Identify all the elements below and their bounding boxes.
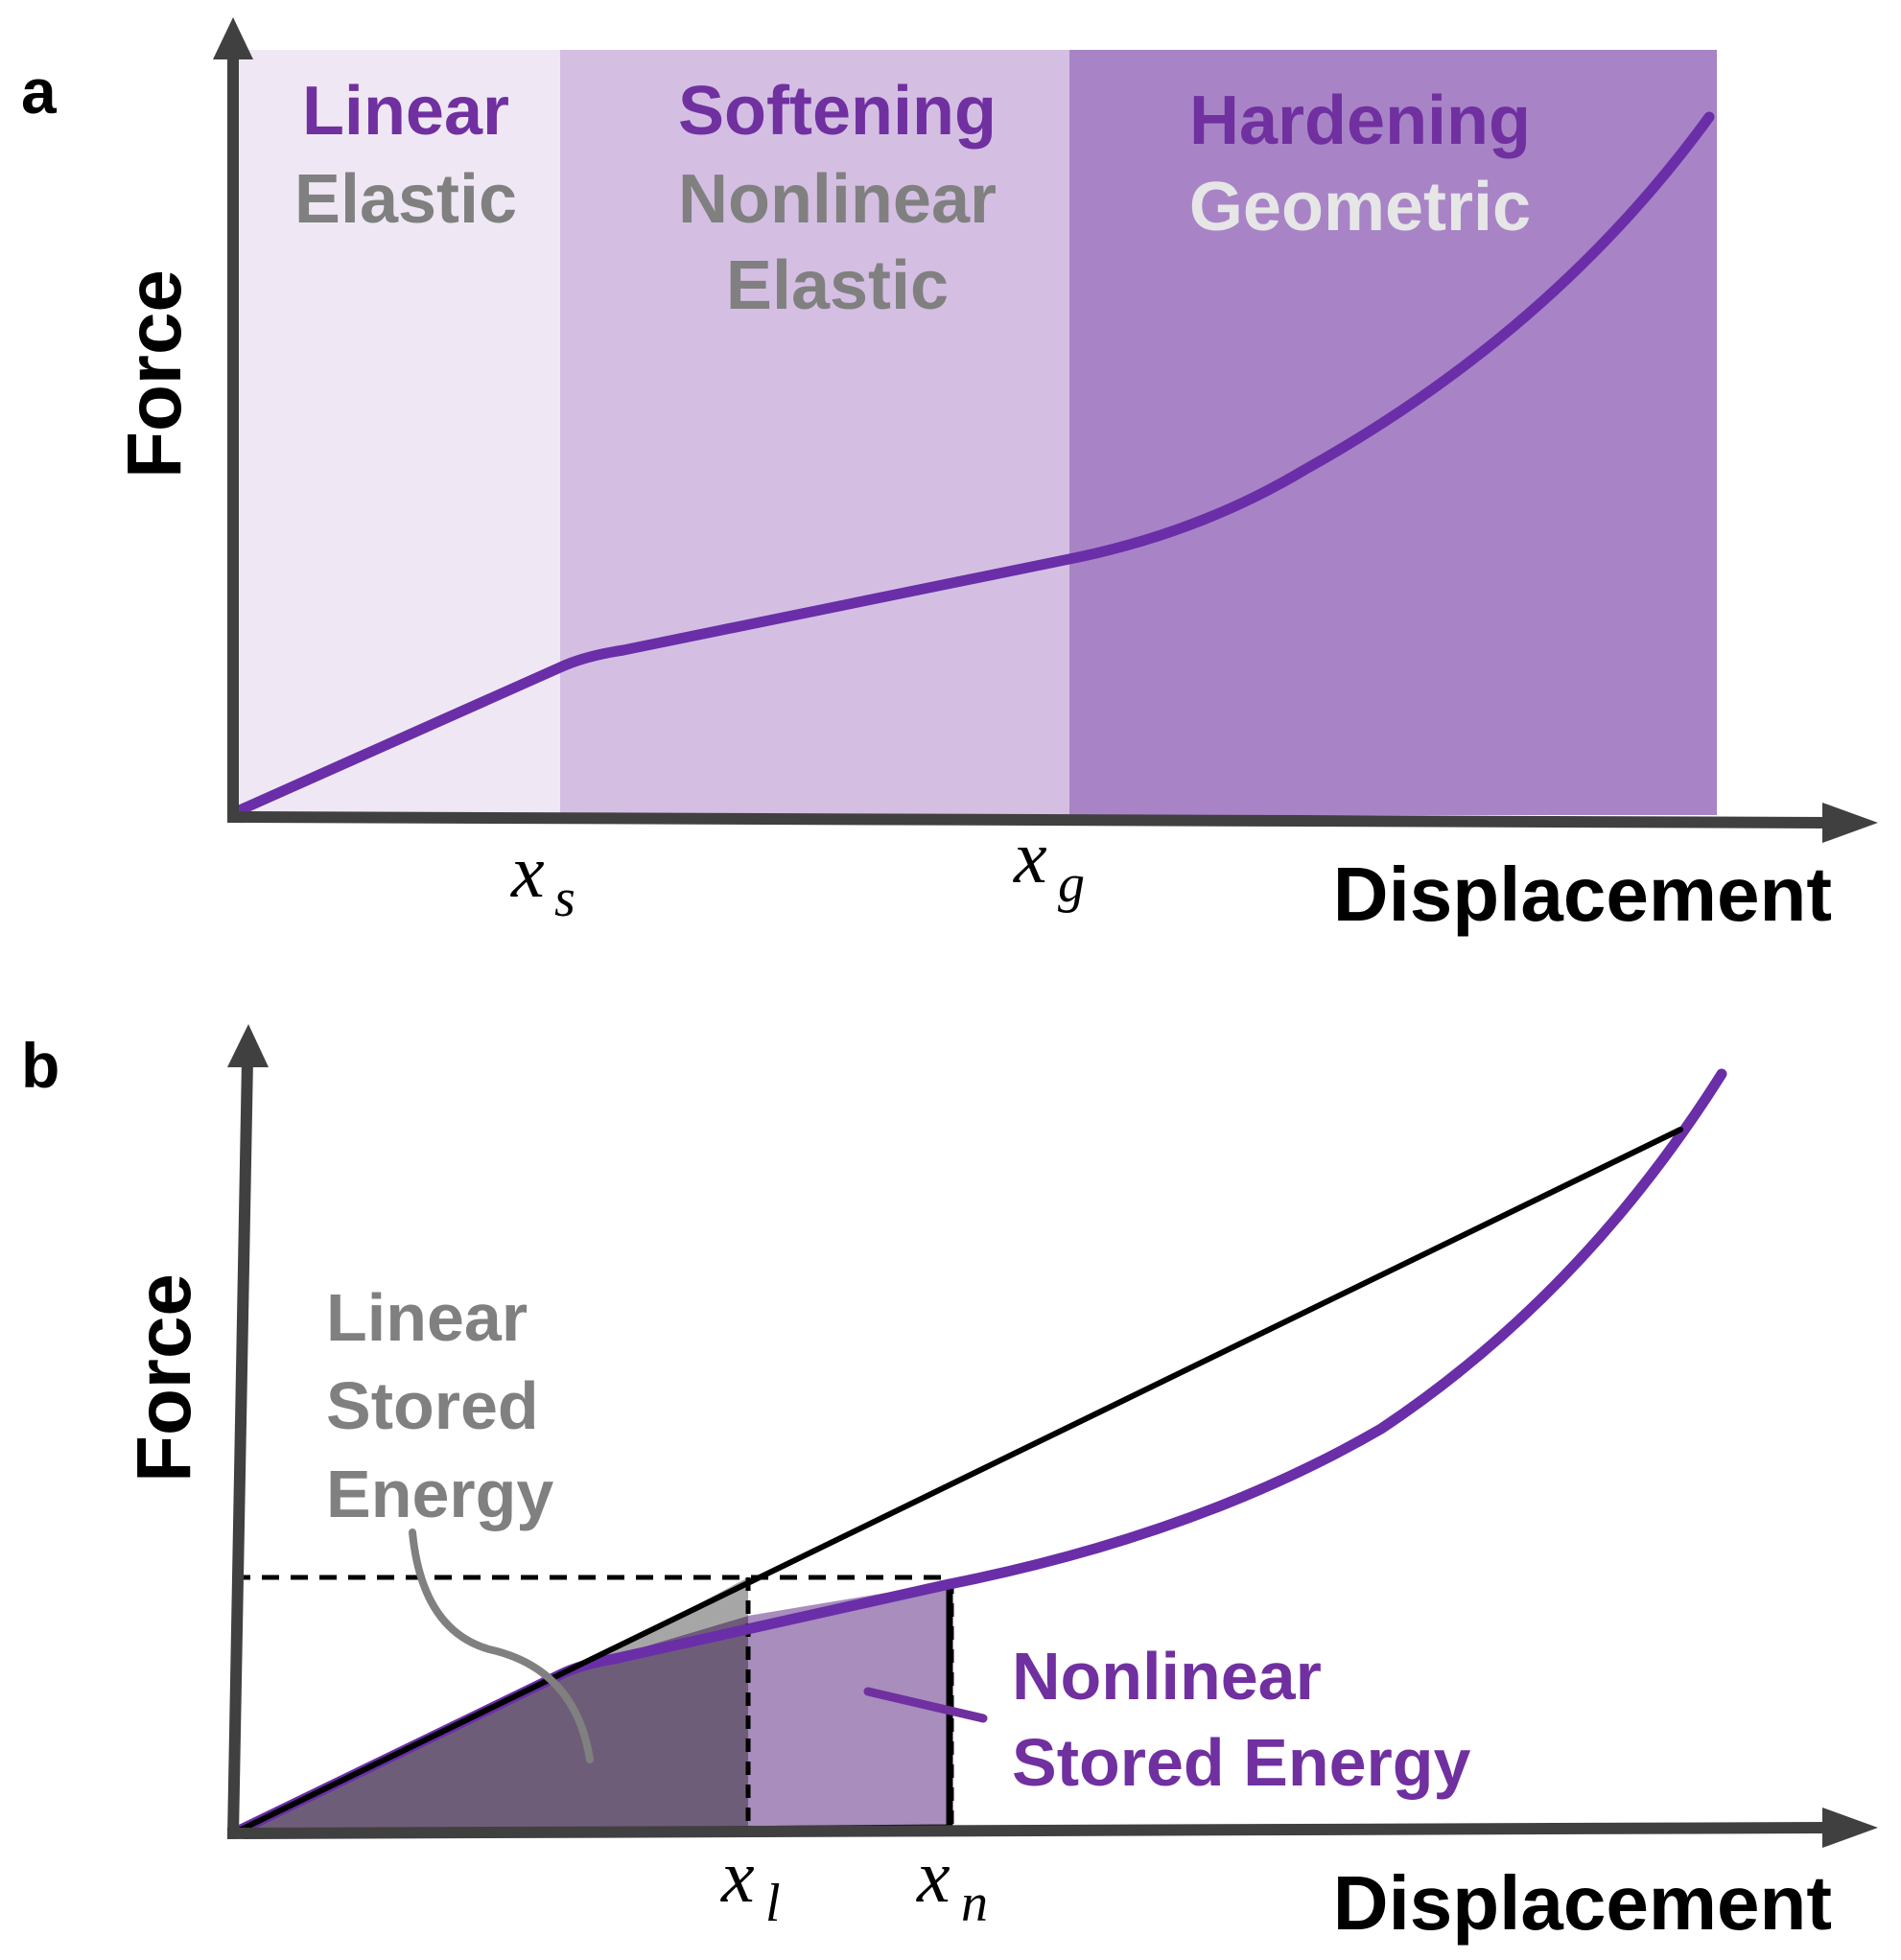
nonlinear-energy-line1: Nonlinear (1012, 1639, 1322, 1714)
tick-xg: x g (1013, 815, 1085, 914)
nonlinear-energy-line2: Stored Energy (1012, 1725, 1471, 1800)
svg-text:g: g (1058, 854, 1085, 914)
region-1-line2: Elastic (294, 161, 517, 238)
region-2-line3: Elastic (726, 247, 949, 324)
y-axis-b (227, 1059, 253, 1837)
nonlinear-energy-leader (863, 1687, 988, 1723)
region-2-line2: Nonlinear (678, 161, 997, 238)
region-hardening (1069, 50, 1717, 815)
region-1-line1: Linear (302, 73, 509, 150)
linear-stored-energy-area (233, 1616, 748, 1833)
y-axis-title-a: Force (111, 269, 197, 478)
linear-energy-line3: Energy (326, 1457, 553, 1531)
linear-energy-leader (409, 1528, 594, 1763)
tick-xn: x n (916, 1834, 988, 1933)
linear-secant-line (230, 1127, 1683, 1836)
x-axis-b (226, 1822, 1828, 1839)
y-axis-title-b: Force (121, 1273, 206, 1482)
svg-text:s: s (554, 869, 575, 928)
region-3-line2: Geometric (1189, 169, 1531, 245)
tick-xl: x l (720, 1834, 781, 1933)
x-axis-arrow-b (1822, 1808, 1878, 1848)
y-axis-arrow-b (227, 1024, 269, 1067)
x-axis-title-b: Displacement (1333, 1860, 1832, 1946)
svg-text:n: n (961, 1874, 988, 1933)
panel-a-label: a (21, 56, 58, 127)
force-displacement-curve-b (227, 1068, 1727, 1839)
x-axis-a (226, 811, 1828, 828)
svg-text:x: x (1013, 815, 1047, 898)
region-softening (560, 50, 1069, 815)
panel-b: b Force Displacement Linear Stored Energ… (21, 1024, 1878, 1946)
x-axis-arrow-a (1822, 803, 1878, 843)
svg-text:l: l (765, 1874, 781, 1933)
svg-text:x: x (916, 1834, 950, 1918)
svg-text:x: x (720, 1834, 755, 1918)
region-3-line1: Hardening (1189, 82, 1531, 159)
panel-a: a Linear Elastic Softening Nonlinear Ela… (21, 17, 1878, 937)
tick-xs: x s (510, 829, 575, 928)
region-2-line1: Softening (678, 73, 997, 150)
panel-b-label: b (21, 1030, 59, 1101)
svg-text:x: x (510, 829, 545, 913)
x-axis-title-a: Displacement (1333, 852, 1832, 937)
y-axis-arrow-a (213, 17, 253, 59)
force-displacement-curve (227, 111, 1715, 819)
linear-energy-line2: Stored (326, 1368, 539, 1443)
linear-energy-line1: Linear (326, 1280, 528, 1355)
nonlinear-extra-area (748, 1582, 950, 1830)
